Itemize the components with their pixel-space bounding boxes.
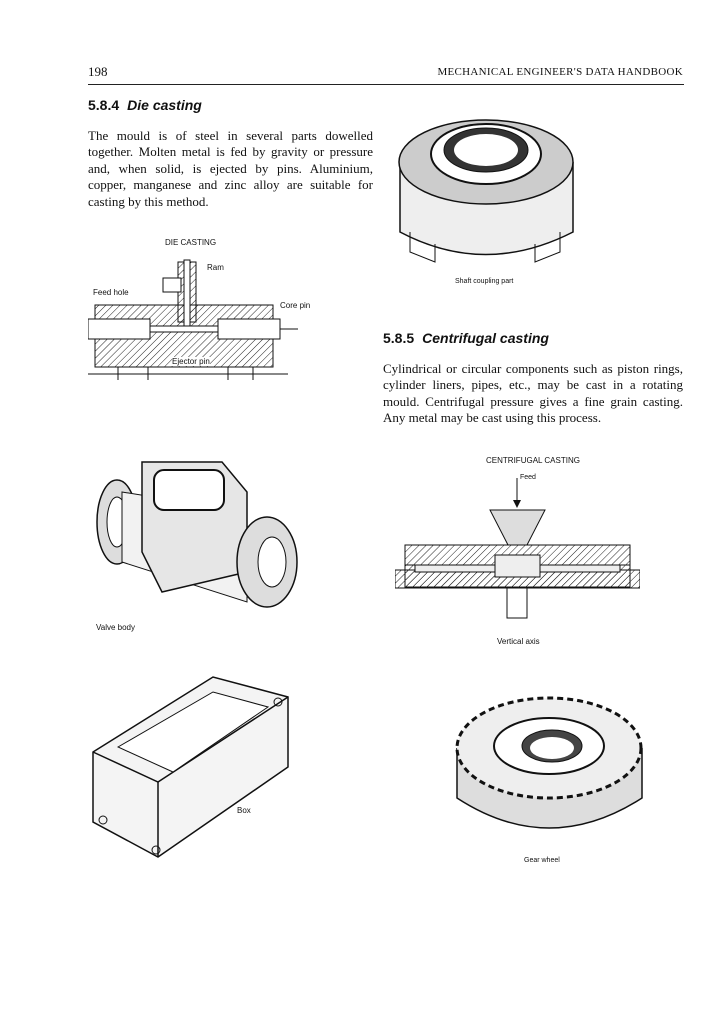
- section-title: Die casting: [127, 97, 202, 113]
- centrifugal-casting-paragraph: Cylindrical or circular components such …: [383, 361, 683, 426]
- section-number: 5.8.5: [383, 330, 415, 346]
- die-casting-paragraph: The mould is of steel in several parts d…: [88, 128, 373, 209]
- gear-wheel-caption: Gear wheel: [524, 857, 560, 864]
- shaft-coupling-caption: Shaft coupling part: [455, 278, 514, 285]
- section-title: Centrifugal casting: [422, 330, 549, 346]
- section-number: 5.8.4: [88, 97, 120, 113]
- label-feed-hole: Feed hole: [93, 288, 129, 297]
- label-feed: Feed: [520, 474, 536, 481]
- label-vertical-axis: Vertical axis: [497, 637, 540, 646]
- box-caption: Box: [237, 806, 251, 815]
- label-ejector-pin: Ejector pin: [172, 357, 210, 366]
- centrifugal-figure-title: CENTRIFUGAL CASTING: [486, 456, 580, 465]
- label-core-pin: Core pin: [280, 301, 311, 310]
- header-rule: [88, 84, 684, 85]
- die-casting-diagram: [88, 259, 298, 380]
- page-number: 198: [88, 64, 108, 79]
- label-ram: Ram: [207, 263, 224, 272]
- centrifugal-casting-diagram: [395, 478, 640, 619]
- die-casting-figure-title: DIE CASTING: [164, 238, 217, 247]
- valve-body-illustration: [96, 461, 298, 608]
- running-title: MECHANICAL ENGINEER'S DATA HANDBOOK: [437, 66, 683, 78]
- section-heading-die-casting: 5.8.4 Die casting: [88, 97, 202, 113]
- valve-body-caption: Valve body: [96, 623, 135, 632]
- shaft-coupling-illustration: [398, 119, 574, 263]
- box-illustration: [92, 676, 289, 858]
- gear-wheel-illustration: [455, 696, 643, 829]
- section-heading-centrifugal-casting: 5.8.5 Centrifugal casting: [383, 330, 549, 346]
